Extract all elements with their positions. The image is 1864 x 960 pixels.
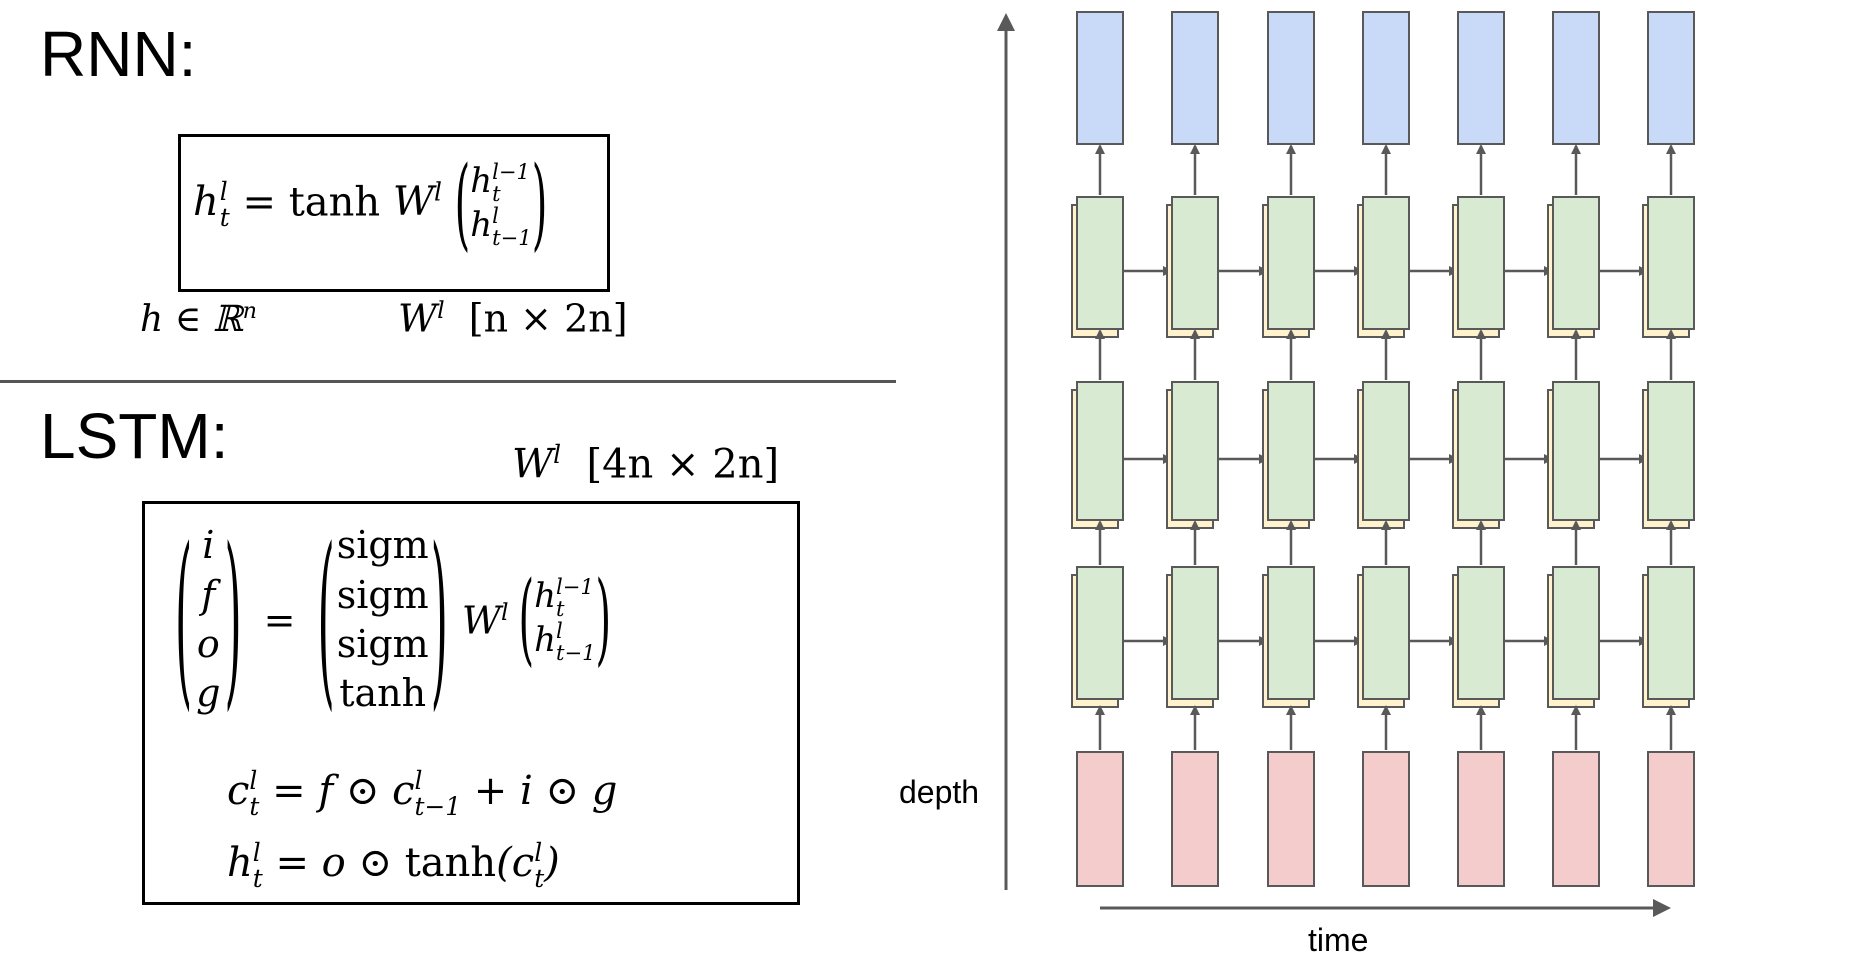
time-axis-label: time — [1308, 922, 1369, 958]
lstm-gate-equation: ( i f o g ) = ( sigm sigm sigm tanh ) Wl… — [175, 510, 612, 730]
hidden-cell — [1457, 566, 1505, 700]
gate-o: o — [196, 622, 220, 666]
hidden-cell — [1267, 381, 1315, 521]
output-cell — [1552, 11, 1600, 145]
output-cell — [1267, 11, 1315, 145]
hidden-cell — [1552, 566, 1600, 700]
activation-4: tanh — [339, 671, 427, 716]
hidden-cell — [1552, 381, 1600, 521]
diagram-content — [997, 11, 1695, 917]
hidden-cell — [1171, 381, 1219, 521]
gate-g: g — [196, 671, 221, 716]
section-divider — [0, 380, 896, 383]
input-cell — [1076, 751, 1124, 887]
gate-i: i — [202, 523, 215, 568]
input-cell — [1267, 751, 1315, 887]
hidden-cell — [1171, 566, 1219, 700]
input-cell — [1457, 751, 1505, 887]
rnn-weight: Wl — [392, 177, 442, 226]
rnn-weight-dim: Wl [n × 2n] — [398, 296, 628, 341]
output-cell — [1457, 11, 1505, 145]
lstm-weight-dim: Wl [4n × 2n] — [512, 440, 780, 488]
lstm-gate-vector: i f o g — [196, 521, 220, 719]
lstm-weight: Wl — [461, 597, 509, 643]
lstm-activation-vector: sigm sigm sigm tanh — [337, 521, 429, 719]
depth-axis-label: depth — [899, 774, 980, 810]
hidden-cell — [1457, 381, 1505, 521]
hidden-cell — [1171, 196, 1219, 330]
rnn-heading: RNN: — [40, 18, 197, 90]
hidden-cell — [1076, 381, 1124, 521]
lstm-heading: LSTM: — [40, 400, 229, 472]
hidden-cell — [1362, 381, 1410, 521]
hidden-cell — [1076, 566, 1124, 700]
hidden-cell — [1552, 196, 1600, 330]
hidden-cell — [1362, 196, 1410, 330]
output-cell — [1647, 11, 1695, 145]
hidden-cell — [1647, 566, 1695, 700]
gate-f: f — [201, 572, 216, 617]
output-cell — [1171, 11, 1219, 145]
hidden-cell — [1076, 196, 1124, 330]
input-cell — [1552, 751, 1600, 887]
rnn-left-paren: ( — [454, 147, 471, 263]
lstm-equation-box: ( i f o g ) = ( sigm sigm sigm tanh ) Wl… — [142, 501, 800, 905]
activation-1: sigm — [336, 523, 429, 568]
rnn-hidden-space: h ∈ ℝn — [140, 298, 258, 340]
hidden-cell — [1647, 196, 1695, 330]
rnn-right-paren: ) — [531, 147, 548, 263]
hidden-cell — [1647, 381, 1695, 521]
hidden-cell — [1267, 196, 1315, 330]
rnn-equals: = — [242, 179, 276, 226]
output-cell — [1362, 11, 1410, 145]
hidden-cell — [1362, 566, 1410, 700]
lstm-equals: = — [263, 598, 296, 642]
input-cell — [1647, 751, 1695, 887]
activation-3: sigm — [336, 622, 429, 666]
hidden-cell — [1457, 196, 1505, 330]
rnn-tanh: tanh — [288, 179, 381, 226]
activation-2: sigm — [336, 572, 429, 617]
output-cell — [1076, 11, 1124, 145]
input-cell — [1362, 751, 1410, 887]
hidden-cell — [1267, 566, 1315, 700]
input-cell — [1171, 751, 1219, 887]
